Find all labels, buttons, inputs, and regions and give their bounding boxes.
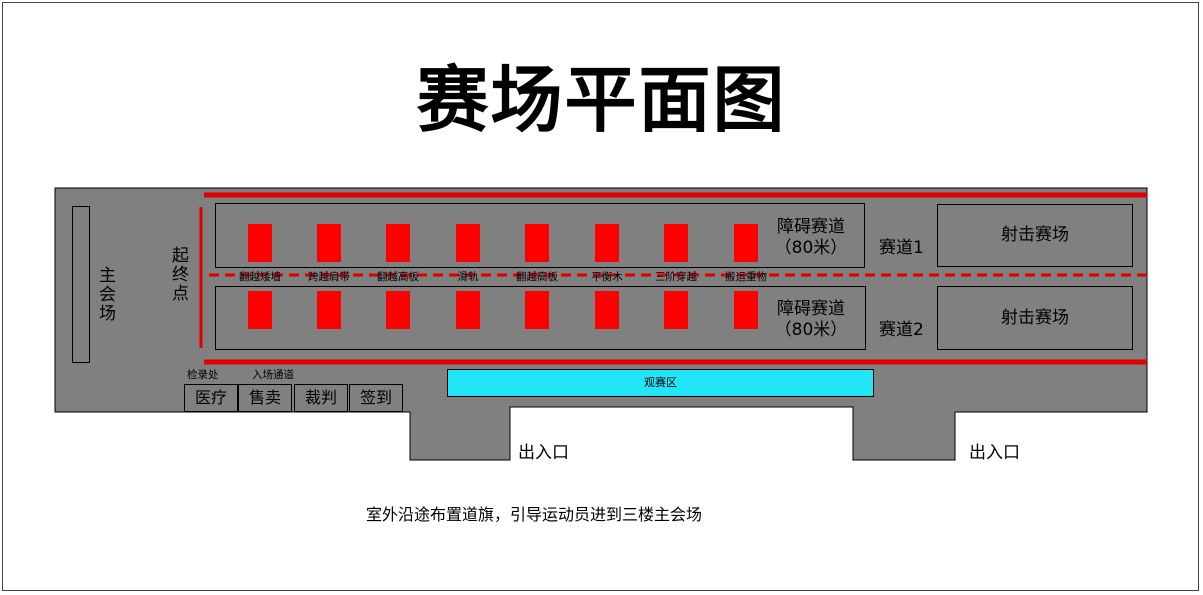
service-signin: 签到	[349, 384, 403, 412]
shooting-range-2-label: 射击赛场	[1001, 308, 1069, 328]
exit-label-1: 出入口	[518, 443, 569, 463]
obstacle-label: 跨越肩带	[308, 271, 350, 283]
obstacle-label: 翻越高板	[516, 271, 558, 283]
obstacle-marker	[595, 224, 619, 262]
obstacle-marker	[734, 224, 758, 262]
page-title: 赛场平面图	[416, 58, 787, 142]
obstacle-track-1	[215, 203, 865, 268]
entry-passage-label: 入场通道	[252, 369, 294, 381]
shooting-range-1-label: 射击赛场	[1001, 225, 1069, 245]
obstacle-marker	[525, 291, 549, 329]
obstacle-track-2-name: 障碍赛道 （80米）	[766, 299, 856, 341]
obstacle-label: 搬运重物	[725, 271, 767, 283]
obstacle-track-1-title: 障碍赛道	[777, 217, 845, 237]
obstacle-marker	[248, 291, 272, 329]
obstacle-marker	[317, 291, 341, 329]
obstacle-marker	[386, 291, 410, 329]
obstacle-marker	[664, 224, 688, 262]
exit-label-2: 出入口	[969, 443, 1020, 463]
obstacle-track-1-length: （80米）	[774, 238, 848, 258]
obstacle-marker	[456, 224, 480, 262]
service-medical: 医疗	[184, 384, 238, 412]
start-finish-label: 起终点	[168, 246, 188, 303]
obstacle-marker	[664, 291, 688, 329]
checkin-office-label: 检录处	[187, 369, 219, 381]
obstacle-label: 滑轨	[457, 271, 479, 283]
obstacle-marker	[317, 224, 341, 262]
shooting-range-2: 射击赛场	[937, 286, 1133, 350]
obstacle-label: 翻越矮墙	[239, 271, 281, 283]
viewing-area: 观赛区	[447, 369, 874, 397]
obstacle-marker	[595, 291, 619, 329]
obstacle-label: 翻越高板	[377, 271, 419, 283]
obstacle-track-2	[215, 286, 866, 350]
obstacle-track-1-name: 障碍赛道 （80米）	[766, 217, 856, 259]
viewing-area-label: 观赛区	[644, 376, 677, 389]
service-referee: 裁判	[294, 384, 348, 412]
lane-2-label: 赛道2	[879, 320, 924, 340]
obstacle-track-2-length: （80米）	[774, 320, 848, 340]
obstacle-label: 平衡木	[591, 271, 623, 283]
footer-note: 室外沿途布置道旗，引导运动员进到三楼主会场	[366, 505, 703, 524]
service-vending: 售卖	[238, 384, 292, 412]
shooting-range-1: 射击赛场	[937, 204, 1133, 267]
obstacle-label: 三阶穿越	[655, 271, 697, 283]
obstacle-track-2-title: 障碍赛道	[777, 299, 845, 319]
obstacle-marker	[456, 291, 480, 329]
main-hall-label: 主会场	[95, 266, 115, 323]
obstacle-marker	[386, 224, 410, 262]
main-hall-box	[72, 206, 90, 363]
obstacle-marker	[734, 291, 758, 329]
obstacle-marker	[525, 224, 549, 262]
lane-1-label: 赛道1	[879, 238, 924, 258]
obstacle-marker	[248, 224, 272, 262]
